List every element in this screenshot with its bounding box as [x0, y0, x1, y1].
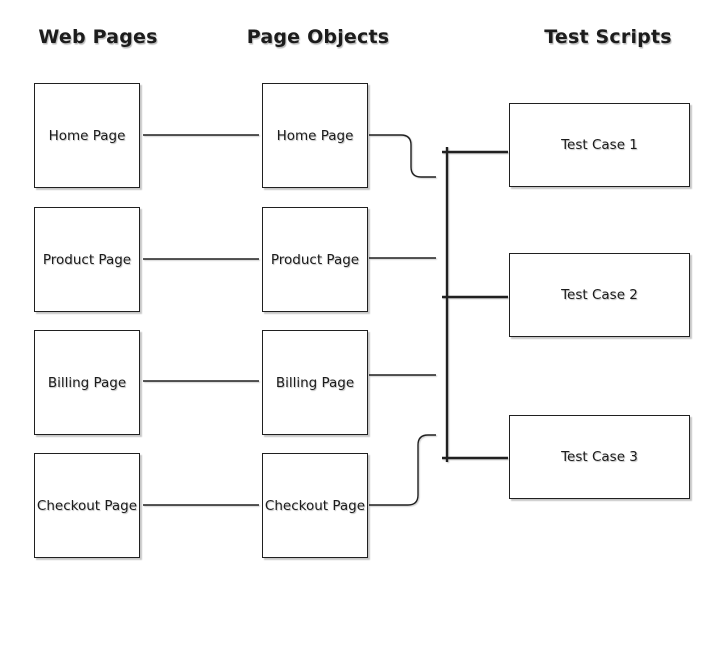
- column-header-test-scripts: Test Scripts: [544, 26, 672, 48]
- web-home-page-label: Home Page: [48, 127, 126, 144]
- object-product-page-label: Product Page: [270, 251, 360, 268]
- test-case-1-box: Test Case 1: [509, 103, 690, 187]
- test-case-1-label: Test Case 1: [561, 137, 638, 153]
- web-product-page-box: Product Page: [34, 207, 140, 312]
- object-product-page-box: Product Page: [262, 207, 368, 312]
- web-billing-page-label: Billing Page: [47, 374, 127, 391]
- object-billing-page-box: Billing Page: [262, 330, 368, 435]
- web-billing-page-box: Billing Page: [34, 330, 140, 435]
- web-home-page-box: Home Page: [34, 83, 140, 188]
- test-case-3-label: Test Case 3: [561, 449, 638, 465]
- column-header-page-objects: Page Objects: [246, 26, 390, 48]
- web-checkout-page-label: Checkout Page: [36, 497, 138, 514]
- column-header-web-pages: Web Pages: [38, 26, 158, 48]
- object-billing-page-label: Billing Page: [275, 374, 355, 391]
- object-home-page-box: Home Page: [262, 83, 368, 188]
- edge-object-home-bus: [369, 134, 436, 178]
- test-case-3-box: Test Case 3: [509, 415, 690, 499]
- object-checkout-page-label: Checkout Page: [264, 497, 366, 514]
- edge-object-checkout-bus: [369, 434, 436, 506]
- web-checkout-page-box: Checkout Page: [34, 453, 140, 558]
- web-product-page-label: Product Page: [42, 251, 132, 268]
- test-case-2-label: Test Case 2: [561, 287, 638, 303]
- object-checkout-page-box: Checkout Page: [262, 453, 368, 558]
- test-case-2-box: Test Case 2: [509, 253, 690, 337]
- object-home-page-label: Home Page: [276, 127, 354, 144]
